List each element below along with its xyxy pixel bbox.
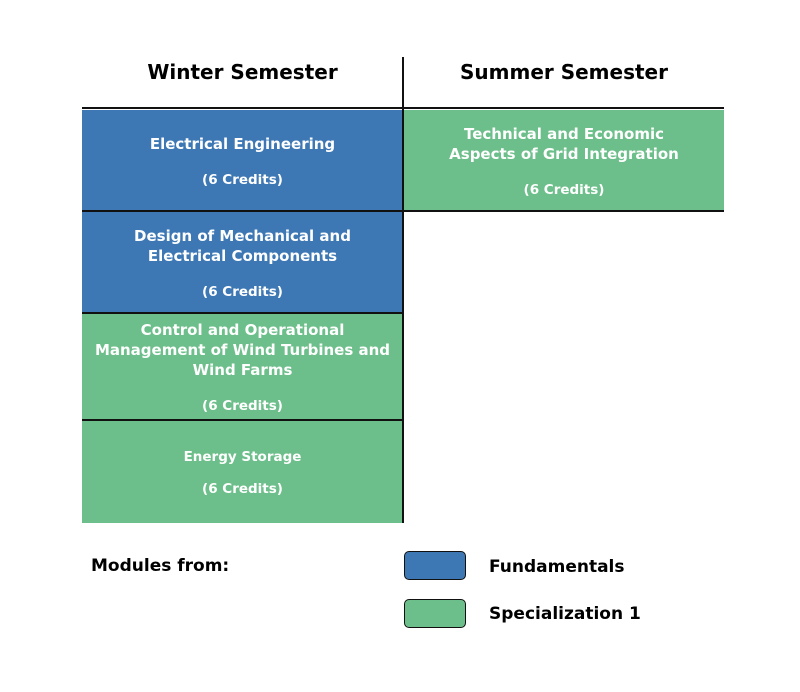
module-credits: (6 Credits) <box>202 283 283 300</box>
legend-swatch-fundamentals <box>404 551 466 580</box>
row-divider <box>82 419 403 421</box>
module-credits: (6 Credits) <box>523 181 605 198</box>
row-divider <box>82 210 724 212</box>
module-credits: (6 Credits) <box>202 481 283 497</box>
module-grid-integration: Technical and Economic Aspects of Grid I… <box>404 110 724 211</box>
module-title: Control and Operational Management of Wi… <box>94 321 391 379</box>
summer-semester-header: Summer Semester <box>460 60 668 84</box>
module-title: Electrical Engineering <box>149 134 336 153</box>
module-credits: (6 Credits) <box>202 398 283 414</box>
module-electrical-engineering: Electrical Engineering (6 Credits) <box>82 110 403 211</box>
legend-swatch-specialization <box>404 599 466 628</box>
module-control-wind-turbines: Control and Operational Management of Wi… <box>82 314 403 420</box>
legend-label-specialization: Specialization 1 <box>489 604 641 624</box>
legend-label-fundamentals: Fundamentals <box>489 557 625 577</box>
module-design-components: Design of Mechanical and Electrical Comp… <box>82 212 403 313</box>
module-title: Technical and Economic Aspects of Grid I… <box>449 124 679 163</box>
legend-title: Modules from: <box>91 556 230 576</box>
winter-semester-header: Winter Semester <box>147 60 338 84</box>
module-credits: (6 Credits) <box>202 171 283 188</box>
module-title: Energy Storage <box>183 449 302 465</box>
row-divider <box>82 312 403 314</box>
module-title: Design of Mechanical and Electrical Comp… <box>134 226 351 265</box>
column-divider <box>402 57 404 523</box>
header-divider <box>82 107 724 109</box>
module-energy-storage: Energy Storage (6 Credits) <box>82 421 403 523</box>
